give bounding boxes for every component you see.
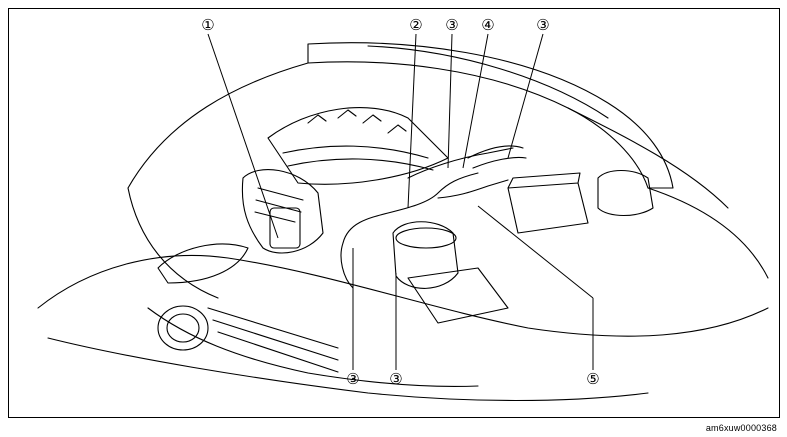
- ignition-coils: [307, 109, 407, 134]
- fog-light-left-inner: [166, 313, 200, 343]
- intake-runners: [254, 187, 304, 223]
- fog-light-left: [157, 305, 209, 351]
- hood-inner-line: [367, 45, 609, 119]
- callout-3-top-b: ③: [536, 17, 549, 34]
- hose-main: [342, 172, 479, 244]
- callout-4: ④: [481, 17, 494, 34]
- callout-1: ①: [201, 17, 214, 34]
- leader-3a: [447, 33, 453, 169]
- left-fender: [127, 62, 309, 299]
- leader-5b: [477, 205, 594, 299]
- leader-4: [462, 33, 489, 169]
- headlight-left: [157, 243, 249, 284]
- callout-2: ②: [409, 17, 422, 34]
- hood-outline: [307, 42, 674, 189]
- front-bumper: [37, 254, 769, 337]
- figure-reference-code: am6xuw0000368: [705, 423, 777, 433]
- intake-manifold: [241, 169, 324, 254]
- reservoir: [597, 169, 654, 217]
- pipe-tubes: [467, 145, 527, 169]
- callout-5: ⑤: [586, 371, 599, 388]
- leader-3b: [507, 33, 544, 159]
- battery: [507, 172, 589, 234]
- right-fender: [567, 107, 769, 279]
- housing-lower: [407, 267, 509, 324]
- hose-lower-left: [340, 242, 354, 289]
- grille-outline: [147, 307, 479, 387]
- engine-bay-illustration: ① ② ③ ④ ③ ③ ③ ⑤: [8, 8, 780, 418]
- air-cleaner: [392, 221, 459, 289]
- callout-3-bottom-b: ③: [389, 371, 402, 388]
- bumper-lower: [47, 337, 649, 402]
- leader-1: [207, 33, 279, 239]
- air-cleaner-top: [395, 227, 457, 249]
- callout-3-bottom-a: ③: [346, 371, 359, 388]
- leader-2: [407, 33, 417, 209]
- callout-3-top-a: ③: [445, 17, 458, 34]
- diagram-frame: ① ② ③ ④ ③ ③ ③ ⑤: [8, 8, 780, 418]
- hose-right: [437, 179, 509, 199]
- figure-border: [8, 8, 780, 418]
- grille-bars: [207, 307, 339, 373]
- hose-upper: [407, 147, 514, 179]
